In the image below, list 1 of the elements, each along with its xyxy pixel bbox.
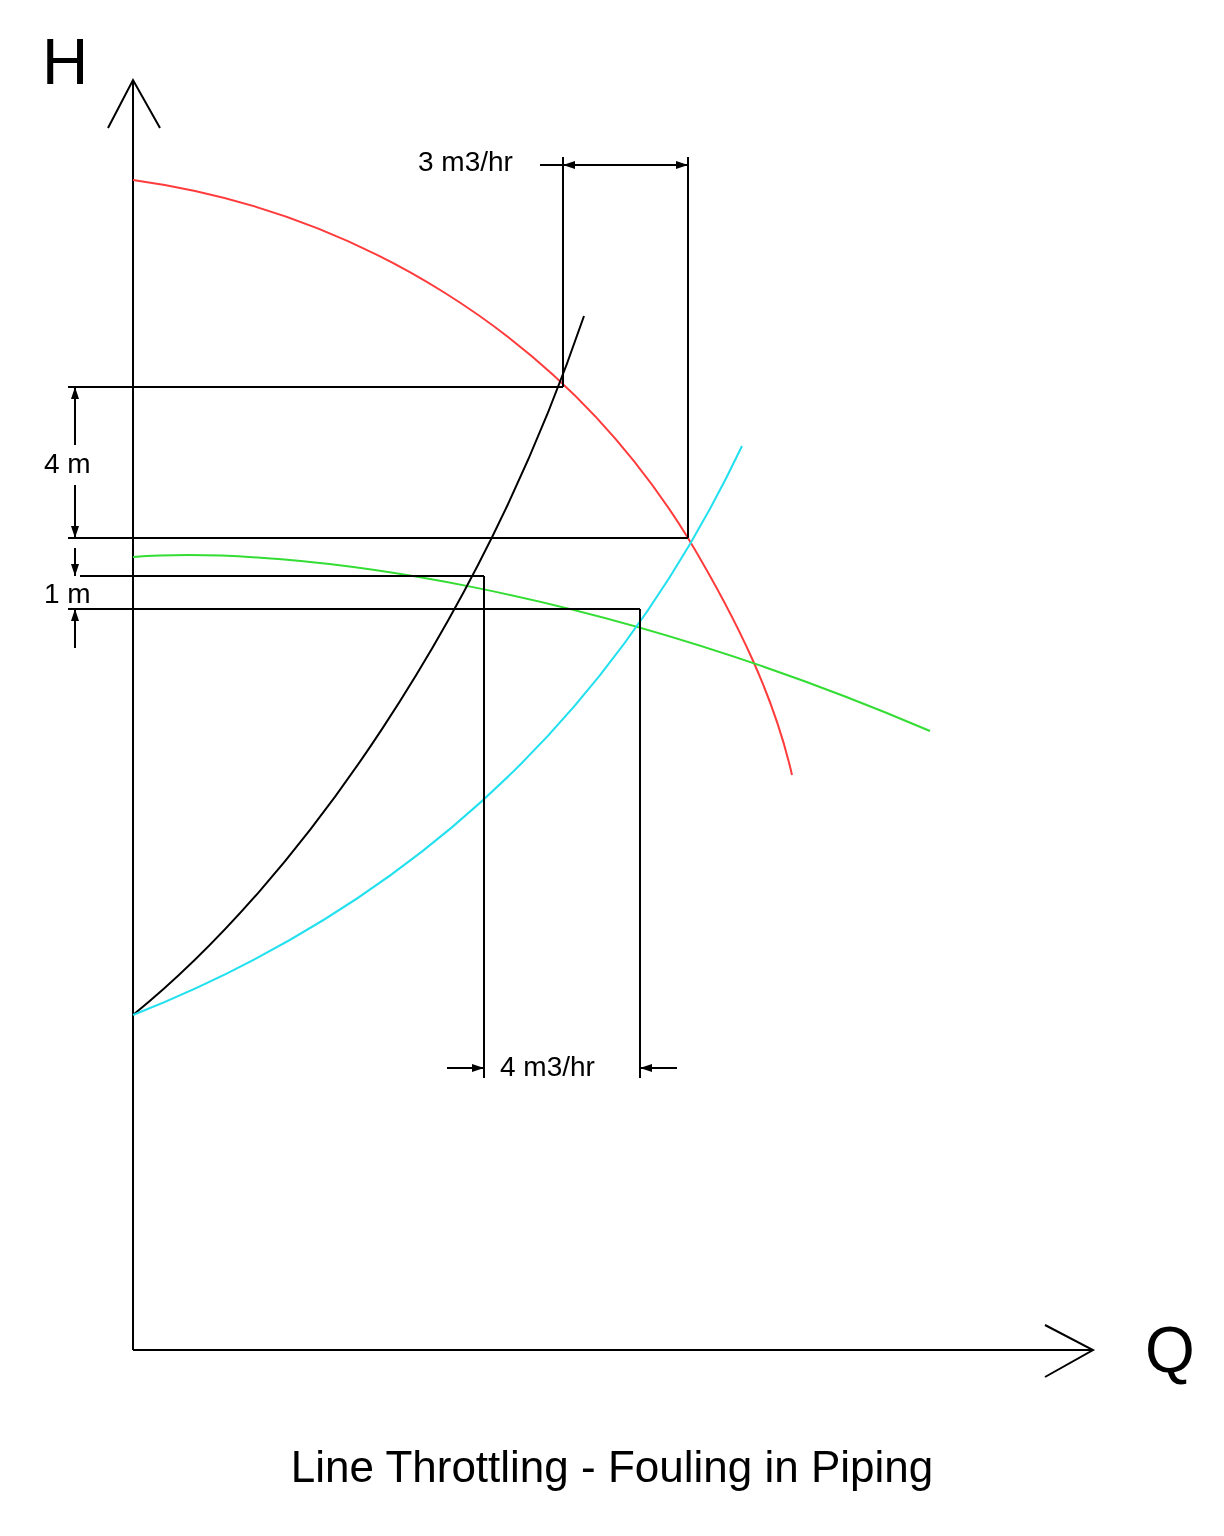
- caption: Line Throttling - Fouling in Piping: [290, 1445, 934, 1489]
